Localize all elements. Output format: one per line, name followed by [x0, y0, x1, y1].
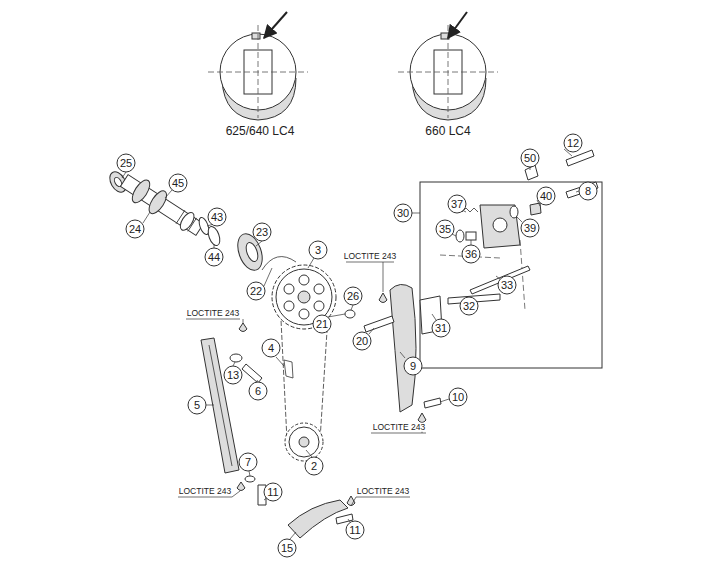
callout-circle [537, 187, 555, 205]
callout-number: 35 [439, 224, 451, 235]
callout-circle [117, 154, 135, 172]
callout-number: 7 [245, 457, 251, 468]
callout-number: 2 [311, 461, 317, 472]
callout-number: 5 [194, 400, 200, 411]
thread-lock-note: LOCTITE 243 [343, 252, 397, 261]
callout-number: 36 [465, 249, 477, 260]
callout-circle [449, 388, 467, 406]
callout-circle [278, 539, 296, 557]
tensioner-assembly [420, 150, 602, 368]
callout-circle [262, 339, 280, 357]
callout-circle [305, 457, 323, 475]
leader-lines [122, 149, 579, 539]
callout-circle [353, 332, 371, 350]
callout-number: 50 [524, 153, 536, 164]
callout-number: 8 [585, 186, 591, 197]
callout-circles [117, 134, 597, 557]
tensioner-rail [345, 284, 441, 422]
thread-lock-note: LOCTITE 243 [186, 309, 240, 318]
callout-circle [344, 287, 362, 305]
callout-number: 11 [349, 525, 360, 536]
callout-number: 3 [315, 245, 321, 256]
callout-number: 15 [281, 543, 293, 554]
callout-number: 10 [452, 392, 464, 403]
callout-number: 45 [172, 178, 184, 189]
lower-guide [288, 496, 355, 538]
callout-circle [169, 174, 187, 192]
callout-circle [436, 220, 454, 238]
callout-circle [264, 483, 282, 501]
thread-lock-note: LOCTITE 243 [372, 423, 426, 432]
callout-circle [126, 220, 144, 238]
callout-circle [394, 204, 412, 222]
callout-circle [253, 223, 271, 241]
crank-sprocket [285, 423, 323, 461]
callout-number: 26 [347, 291, 359, 302]
callout-number: 33 [501, 280, 513, 291]
camshaft-sprocket [272, 265, 336, 329]
callout-circle [579, 182, 597, 200]
callout-number: 13 [227, 370, 239, 381]
model-label: 625/640 LC4 [226, 125, 295, 137]
callout-circle [239, 453, 257, 471]
thread-lock-note: LOCTITE 243 [178, 487, 232, 496]
callout-number: 43 [211, 212, 223, 223]
callout-circle [564, 134, 582, 152]
camshaft [106, 169, 296, 274]
callout-circle [205, 248, 223, 266]
callout-circle [247, 282, 265, 300]
callout-circle [460, 297, 478, 315]
callout-circle [249, 382, 267, 400]
callout-number: 4 [268, 343, 274, 354]
callout-circle [521, 219, 539, 237]
callout-circle [432, 319, 450, 337]
callout-number: 32 [463, 301, 475, 312]
callout-circle [188, 396, 206, 414]
callout-circle [498, 276, 516, 294]
callout-number: 24 [129, 224, 141, 235]
callout-number: 22 [250, 286, 262, 297]
cam-profile [208, 12, 308, 120]
callout-number: 37 [451, 199, 463, 210]
callout-circle [462, 245, 480, 263]
callout-circle [448, 195, 466, 213]
cam-profile [398, 12, 498, 120]
thread-lock-note: LOCTITE 243 [356, 487, 410, 496]
callout-number: 9 [410, 361, 416, 372]
callout-circle [313, 315, 331, 333]
callout-number: 31 [435, 323, 447, 334]
callout-circle [404, 357, 422, 375]
callout-number: 20 [356, 336, 368, 347]
callout-circle [224, 366, 242, 384]
guide-rail [201, 323, 266, 505]
callout-number: 40 [540, 191, 552, 202]
callout-number: 21 [316, 319, 328, 330]
callout-circle [346, 521, 364, 539]
callout-number: 11 [267, 487, 278, 498]
callout-circle [208, 208, 226, 226]
callout-number: 39 [524, 223, 536, 234]
model-label: 660 LC4 [425, 125, 470, 137]
callout-number: 6 [255, 386, 261, 397]
callout-circle [521, 149, 539, 167]
callout-number: 23 [256, 227, 268, 238]
callout-number: 12 [567, 138, 579, 149]
callout-number: 44 [208, 252, 220, 263]
callout-number: 30 [397, 208, 409, 219]
callout-circle [309, 241, 327, 259]
callout-number: 25 [120, 158, 132, 169]
